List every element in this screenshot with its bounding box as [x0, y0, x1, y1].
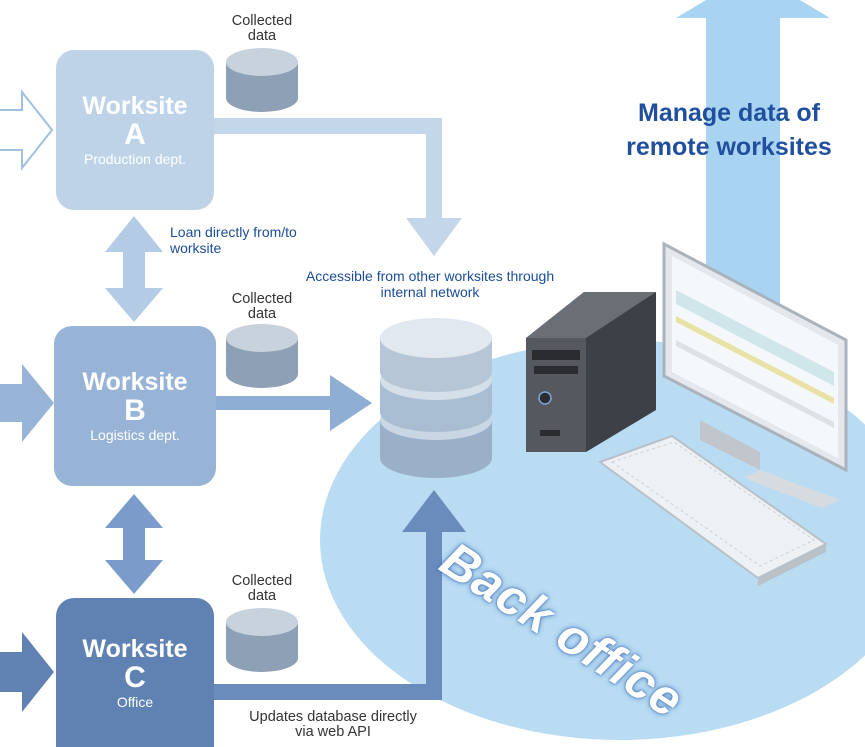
worksite-a-title: Worksite	[82, 92, 188, 120]
keyboard-icon	[597, 434, 828, 586]
worksite-b-title: Worksite	[82, 368, 188, 396]
worksite-c-title: Worksite	[82, 634, 188, 663]
manage-up-arrow	[676, 0, 830, 310]
worksite-b-box[interactable]: Worksite B Logistics dept.	[54, 326, 216, 486]
collected-data-label-a: Collected data	[231, 13, 293, 44]
ab-double-arrow	[105, 216, 163, 322]
collected-data-label-c: Collected data	[231, 573, 293, 604]
incoming-arrow-c	[0, 632, 54, 712]
worksite-a-box[interactable]: Worksite A Production dept.	[56, 50, 214, 210]
worksite-a-letter: A	[124, 118, 146, 151]
a-to-db-arrow	[200, 118, 462, 256]
worksite-b-letter: B	[124, 394, 146, 427]
incoming-arrow-a	[0, 89, 54, 171]
bc-double-arrow	[105, 494, 163, 594]
collected-data-label-b: Collected data	[231, 291, 293, 322]
c-to-db-arrow	[212, 490, 466, 700]
collected-data-cylinder-c	[226, 608, 298, 672]
updates-database-label: Updates database directly via web API	[249, 709, 417, 740]
worksite-c-dept: Office	[116, 693, 154, 710]
worksite-c-letter: C	[124, 660, 146, 694]
accessible-network-label: Accessible from other worksites through …	[305, 268, 555, 300]
computer-tower-icon	[526, 292, 656, 452]
worksite-b-dept: Logistics dept.	[90, 427, 180, 443]
monitor-icon	[662, 241, 848, 508]
central-database-icon	[380, 318, 492, 478]
worksite-a-dept: Production dept.	[84, 151, 186, 167]
incoming-arrow-b	[0, 364, 54, 442]
b-to-db-arrow	[212, 375, 372, 431]
loan-directly-label: Loan directly from/to worksite	[170, 224, 297, 256]
manage-data-title: Manage data of remote worksites	[626, 99, 832, 161]
collected-data-cylinder-a	[226, 48, 298, 112]
collected-data-cylinder-b	[226, 324, 298, 388]
worksite-c-box[interactable]: Worksite C Office	[56, 598, 214, 747]
